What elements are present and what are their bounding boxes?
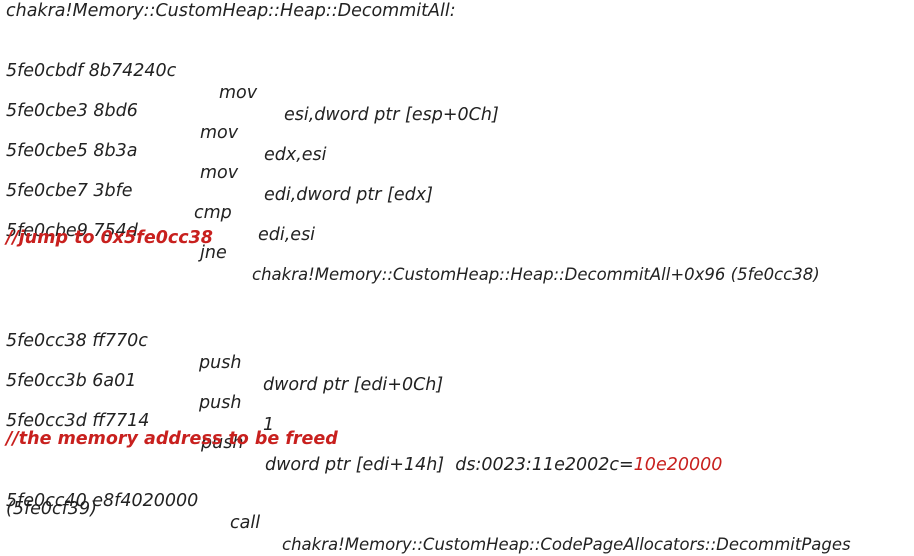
document-page: { "function_label": "chakra!Memory::Cust… [6, 1, 851, 554]
asm-line: 5fe0cc38 ff770c push dword ptr [edi+0Ch] [6, 308, 443, 396]
asm-address: 5fe0cbe3 8bd6 [6, 101, 138, 121]
asm-address: 5fe0cc38 ff770c [6, 331, 148, 351]
asm-line: 5fe0cc3d ff7714 push dword ptr [edi+14h]… [6, 388, 722, 476]
asm-line: 5fe0cbe7 3bfe cmp edi,esi [6, 158, 315, 246]
asm-address: 5fe0cc3d ff7714 [6, 411, 150, 431]
asm-mnemonic: call [230, 513, 261, 533]
asm-operands: chakra!Memory::CustomHeap::Heap::Decommi… [252, 265, 820, 284]
comment-jump: //jump to 0x5fe0cc38 [6, 228, 213, 248]
asm-address: 5fe0cbe5 8b3a [6, 141, 138, 161]
asm-operands: edi,esi [258, 225, 316, 245]
asm-mnemonic: jne [200, 243, 227, 263]
asm-line: 5fe0cbe9 754d jne chakra!Memory::CustomH… [6, 198, 820, 286]
asm-mnemonic: mov [200, 163, 239, 183]
asm-line: 5fe0cbe5 8b3a mov edi,dword ptr [edx] [6, 118, 433, 206]
asm-mnemonic: mov [200, 123, 239, 143]
function-label: chakra!Memory::CustomHeap::Heap::Decommi… [6, 1, 456, 21]
asm-address: 5fe0cbdf 8b74240c [6, 61, 177, 81]
asm-address: 5fe0cbe7 3bfe [6, 181, 133, 201]
asm-line: 5fe0cbdf 8b74240c mov esi,dword ptr [esp… [6, 38, 499, 126]
asm-operands-group: dword ptr [edi+14h] ds:0023:11e2002c=10e… [265, 454, 722, 476]
asm-operands-continuation: (5fe0cf39) [6, 499, 97, 519]
asm-mnemonic: cmp [194, 203, 232, 223]
asm-operands: esi,dword ptr [esp+0Ch] [284, 105, 499, 125]
asm-mnemonic: push [199, 353, 242, 373]
asm-line: 5fe0cc3b 6a01 push 1 [6, 348, 274, 436]
asm-operands: dword ptr [edi+0Ch] [263, 375, 444, 395]
comment-freed-address: //the memory address to be freed [6, 429, 338, 449]
asm-operands: chakra!Memory::CustomHeap::CodePageAlloc… [282, 535, 851, 554]
asm-operands: 1 [263, 415, 275, 435]
asm-address: 5fe0cc40 e8f4020000 [6, 491, 199, 511]
asm-mnemonic: push [201, 433, 244, 453]
asm-mnemonic: push [199, 393, 242, 413]
asm-line: 5fe0cbe3 8bd6 mov edx,esi [6, 78, 327, 166]
asm-operands: edi,dword ptr [edx] [264, 185, 433, 205]
asm-address: 5fe0cbe9 754d [6, 221, 138, 241]
asm-operands: dword ptr [edi+14h] ds:0023:11e2002c= [265, 455, 634, 475]
asm-address: 5fe0cc3b 6a01 [6, 371, 137, 391]
asm-operands: edx,esi [264, 145, 327, 165]
asm-mnemonic: mov [219, 83, 258, 103]
freed-address-value: 10e20000 [633, 455, 723, 475]
